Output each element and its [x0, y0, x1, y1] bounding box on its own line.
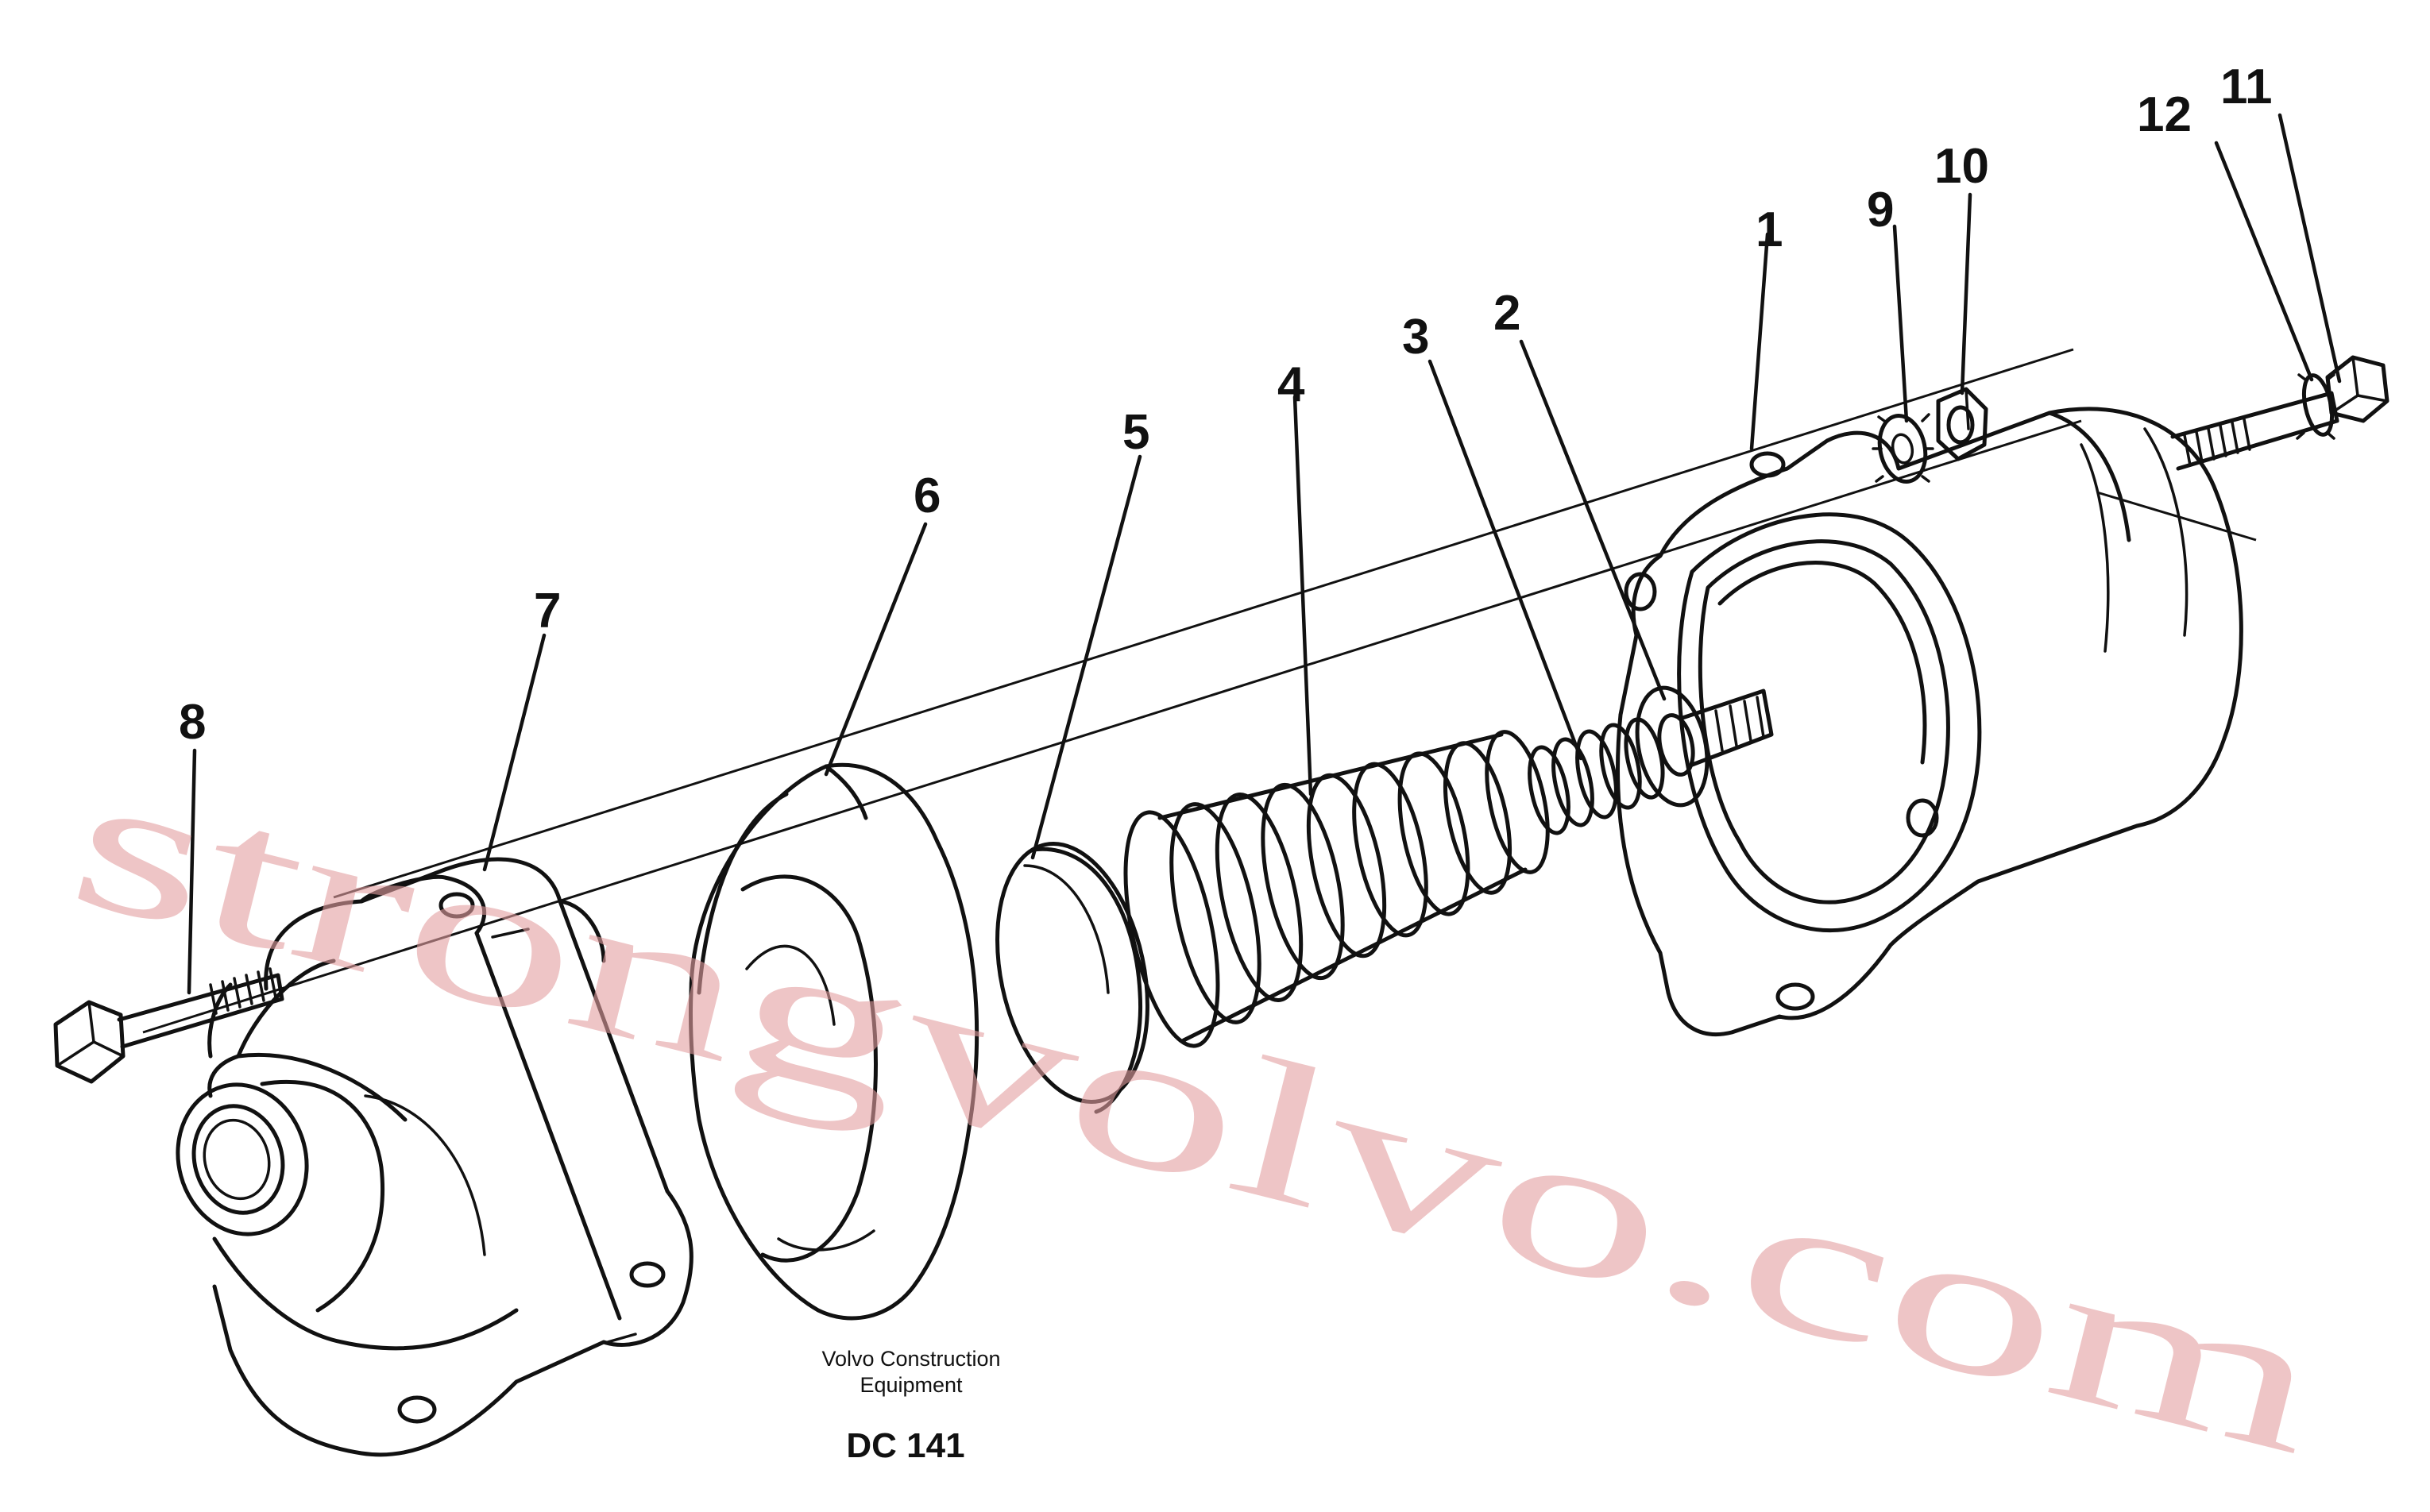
- callout-11: 11: [2220, 60, 2273, 114]
- callout-7: 7: [534, 584, 561, 638]
- part-1-housing: [1616, 407, 2243, 1037]
- part-9-lock-washer: [1872, 413, 1934, 484]
- part-4-spring: [1123, 730, 1550, 1048]
- callout-1: 1: [1756, 202, 1783, 257]
- callout-6: 6: [914, 469, 941, 523]
- part-5-spring-seat: [995, 842, 1149, 1114]
- caption-line-1: Volvo Construction: [821, 1347, 1000, 1371]
- part-11-bolt: [2170, 355, 2389, 471]
- callout-8: 8: [179, 695, 206, 750]
- part-6-diaphragm: [688, 762, 979, 1321]
- callout-2: 2: [1493, 286, 1520, 341]
- callout-10: 10: [1934, 139, 1989, 194]
- part-10-nut: [1936, 387, 1988, 461]
- callout-9: 9: [1867, 183, 1894, 237]
- part-7-cover: [176, 857, 693, 1457]
- callout-labels: 1 2 3 4 5 6 7 8 9 10 11 12: [179, 60, 2273, 750]
- callout-3: 3: [1402, 310, 1429, 364]
- callout-12: 12: [2137, 87, 2192, 142]
- part-8-bolt: [53, 967, 284, 1084]
- diagram-caption: Volvo Construction Equipment DC 141: [821, 1347, 1000, 1465]
- leader-lines: [187, 113, 2342, 995]
- callout-5: 5: [1122, 405, 1149, 460]
- part-2-washer: [1635, 685, 1774, 808]
- diagram-code: DC 141: [846, 1426, 964, 1465]
- caption-line-2: Equipment: [860, 1373, 963, 1397]
- callout-4: 4: [1277, 357, 1305, 412]
